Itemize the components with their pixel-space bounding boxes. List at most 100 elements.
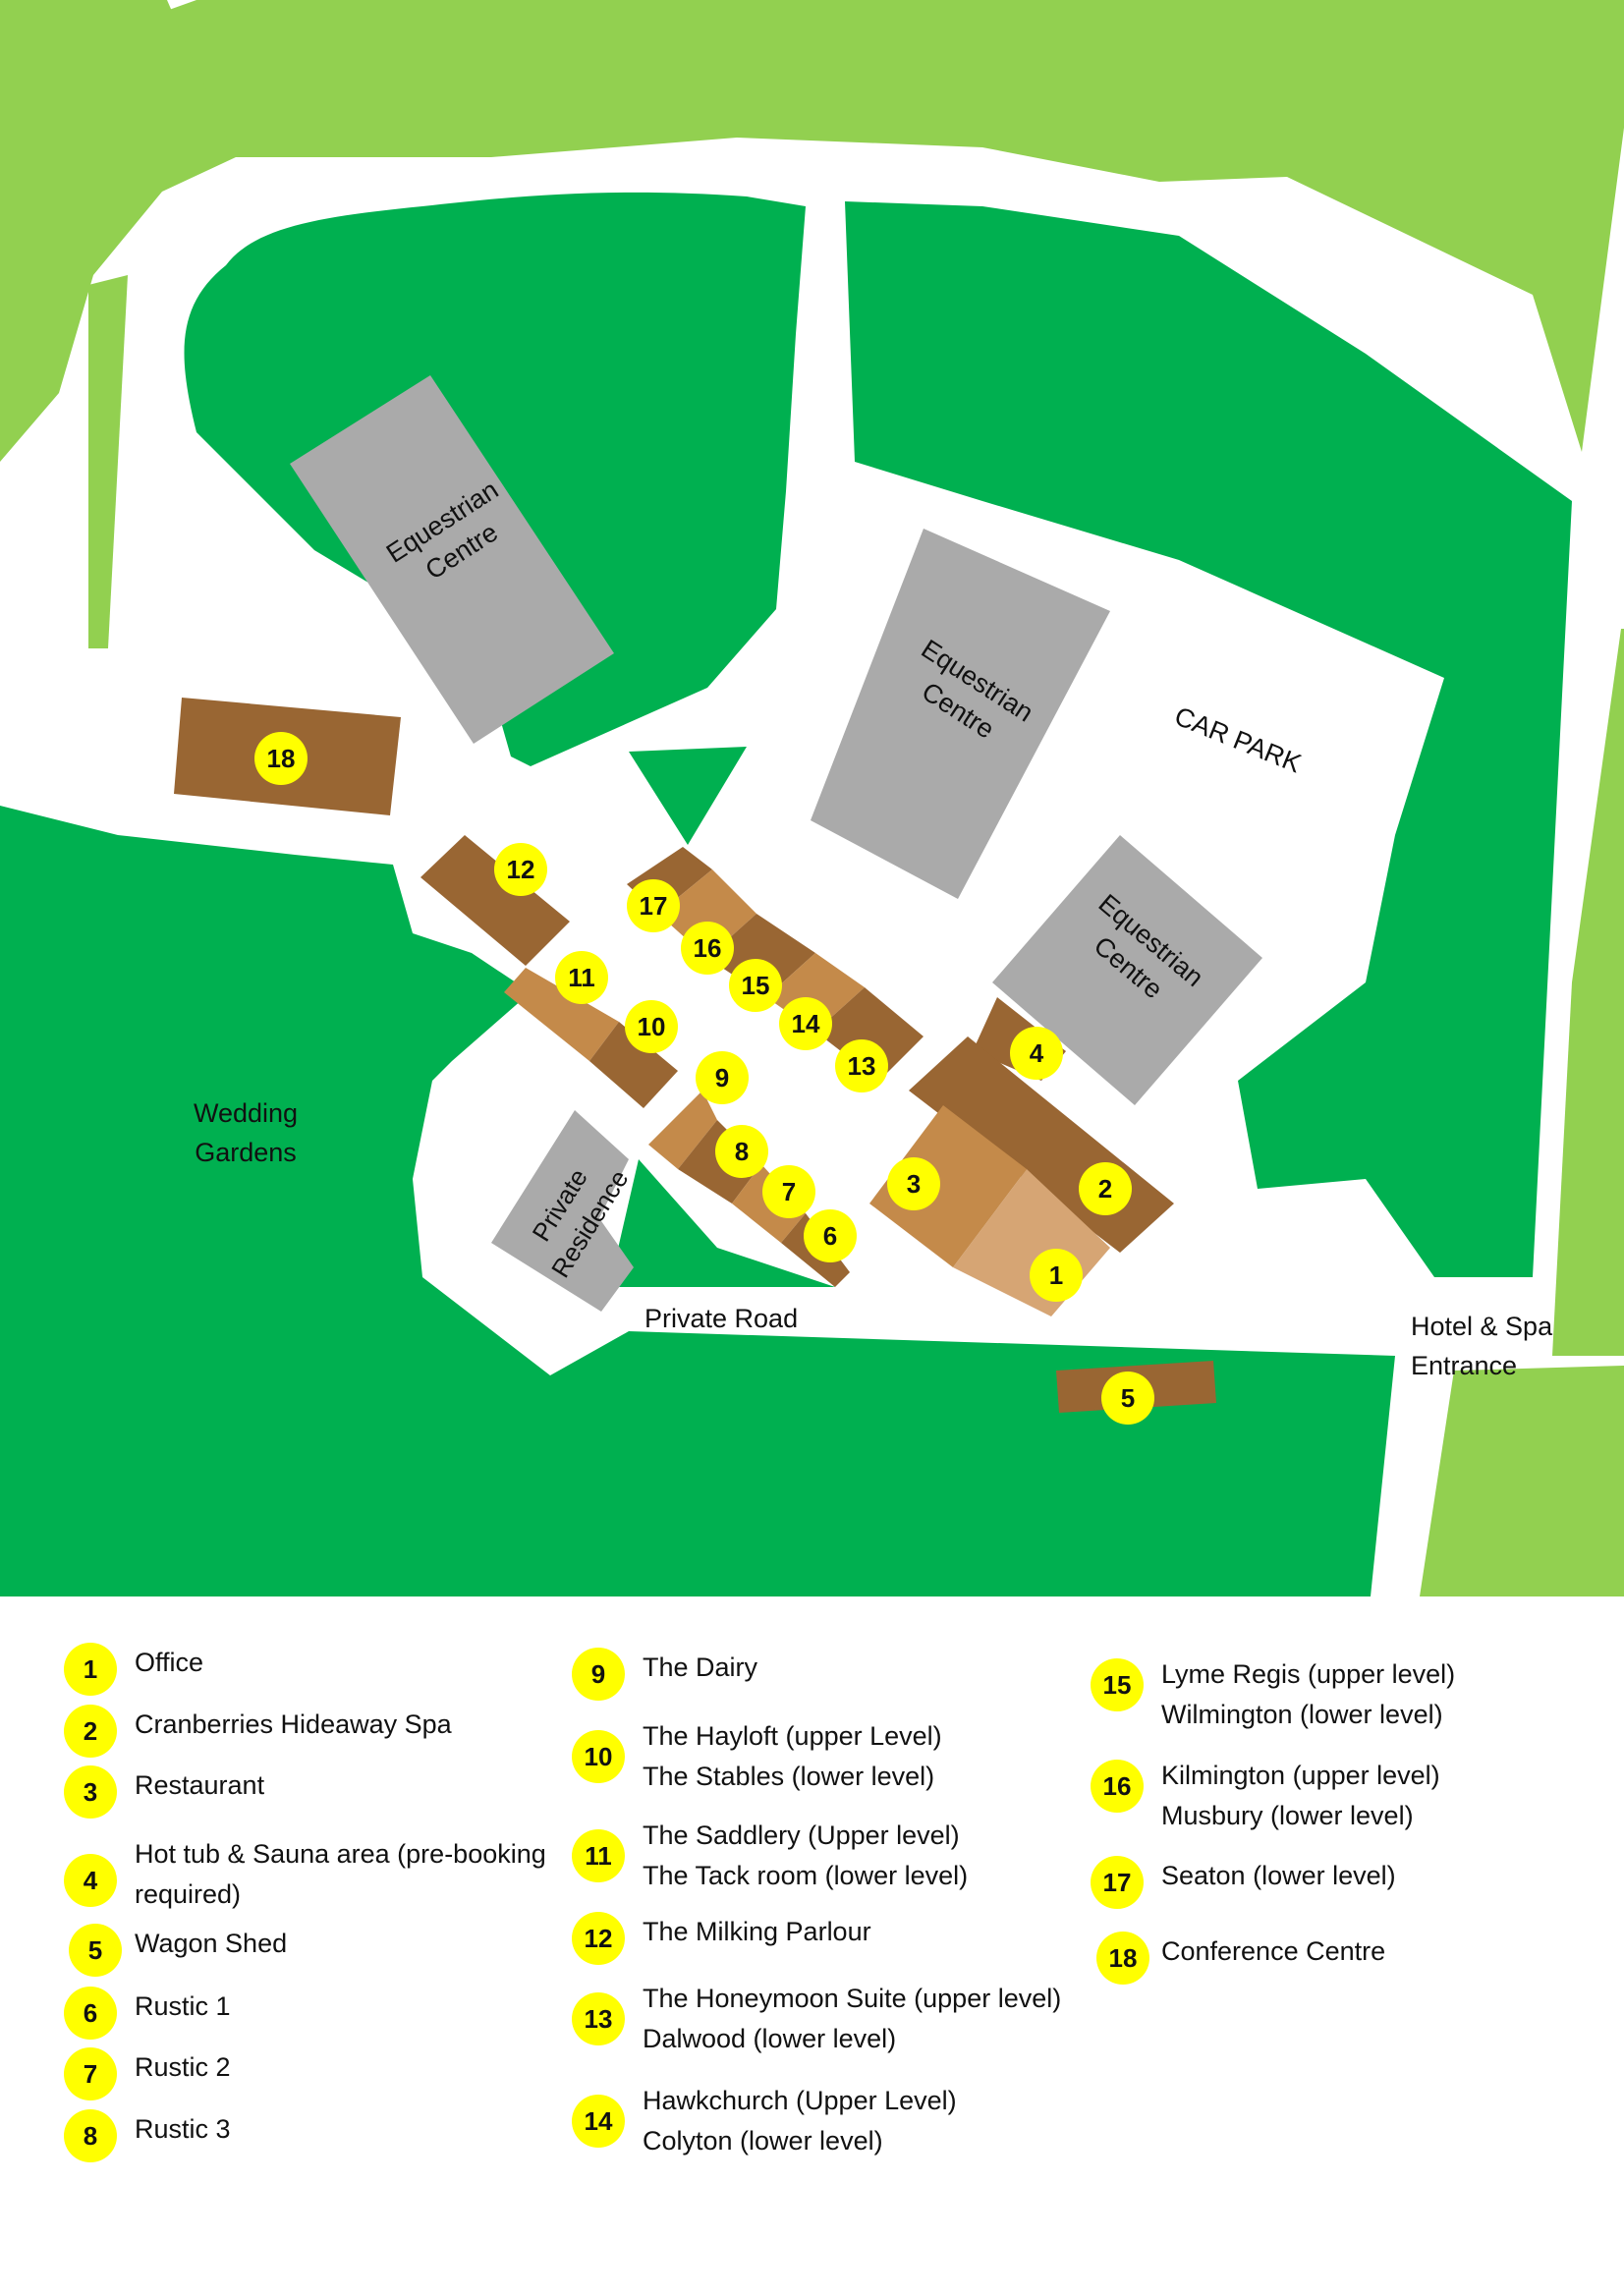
marker-6[interactable]: 6 [804, 1209, 857, 1262]
legend-marker-icon: 5 [69, 1924, 122, 1977]
legend-item-12[interactable]: 12 The Milking Parlour [572, 1912, 871, 1965]
field-right [1552, 629, 1624, 1356]
marker-15[interactable]: 15 [729, 959, 782, 1012]
legend-label: Kilmington (upper level)Musbury (lower l… [1161, 1761, 1440, 1830]
legend-marker-icon: 10 [572, 1730, 625, 1783]
legend-marker-icon: 6 [64, 1987, 117, 2040]
legend-item-10[interactable]: 10 The Hayloft (upper Level)The Stables (… [572, 1716, 942, 1797]
garden-between-buildings [609, 1159, 835, 1287]
building-3 [869, 1105, 1027, 1267]
marker-4[interactable]: 4 [1010, 1027, 1063, 1080]
legend-marker-icon: 18 [1096, 1932, 1149, 1985]
wedding-gardens [0, 806, 1395, 1596]
legend-label: The Dairy [643, 1652, 758, 1682]
marker-13[interactable]: 13 [835, 1039, 888, 1092]
svg-text:2: 2 [1098, 1174, 1112, 1204]
marker-10[interactable]: 10 [625, 1000, 678, 1053]
woods-centre [629, 747, 747, 845]
legend-marker-icon: 12 [572, 1912, 625, 1965]
building-10 [589, 1022, 678, 1108]
svg-text:17: 17 [640, 891, 668, 921]
marker-9[interactable]: 9 [696, 1051, 749, 1104]
svg-text:12: 12 [507, 855, 535, 884]
legend-marker-icon: 7 [64, 2047, 117, 2100]
legend-label: Hawkchurch (Upper Level)Colyton (lower l… [643, 2086, 957, 2156]
legend-item-3[interactable]: 3 Restaurant [64, 1765, 264, 1819]
field-top [128, 0, 1624, 452]
legend-label: Cranberries Hideaway Spa [135, 1709, 452, 1739]
legend-marker-icon: 13 [572, 1992, 625, 2045]
legend-item-5[interactable]: 5 Wagon Shed [69, 1924, 287, 1977]
svg-text:14: 14 [792, 1009, 820, 1038]
marker-11[interactable]: 11 [555, 951, 608, 1004]
legend-label: Seaton (lower level) [1161, 1861, 1396, 1890]
svg-text:10: 10 [638, 1012, 666, 1041]
legend-label: Lyme Regis (upper level)Wilmington (lowe… [1161, 1659, 1456, 1729]
hotel-spa-entrance-label: Hotel & Spa Entrance [1411, 1312, 1553, 1380]
building-12 [420, 835, 570, 966]
legend-item-2[interactable]: 2 Cranberries Hideaway Spa [64, 1705, 452, 1758]
legend-label: Office [135, 1648, 204, 1677]
svg-text:15: 15 [742, 971, 770, 1000]
svg-text:5: 5 [1121, 1383, 1135, 1413]
marker-5[interactable]: 5 [1101, 1372, 1154, 1425]
field-left-strip [88, 275, 128, 648]
svg-text:13: 13 [848, 1051, 876, 1081]
marker-3[interactable]: 3 [887, 1157, 940, 1210]
legend-item-17[interactable]: 17 Seaton (lower level) [1091, 1856, 1396, 1909]
legend-marker-icon: 3 [64, 1765, 117, 1819]
legend-marker-icon: 2 [64, 1705, 117, 1758]
legend-marker-icon: 14 [572, 2095, 625, 2148]
legend-label: Conference Centre [1161, 1936, 1386, 1966]
legend-item-14[interactable]: 14 Hawkchurch (Upper Level)Colyton (lower… [572, 2081, 957, 2161]
legend-marker-icon: 17 [1091, 1856, 1144, 1909]
private-residence-shape [491, 1110, 634, 1312]
svg-text:4: 4 [1030, 1038, 1044, 1068]
marker-14[interactable]: 14 [779, 997, 832, 1050]
marker-18[interactable]: 18 [254, 732, 308, 785]
legend-marker-icon: 11 [572, 1829, 625, 1882]
legend-marker-icon: 1 [64, 1643, 117, 1696]
marker-12[interactable]: 12 [494, 843, 547, 896]
legend-marker-icon: 8 [64, 2109, 117, 2162]
field-bottom-right [1420, 1366, 1624, 1596]
marker-8[interactable]: 8 [715, 1125, 768, 1178]
woods-north-east [845, 201, 1572, 1277]
legend-label: Wagon Shed [135, 1929, 288, 1958]
marker-2[interactable]: 2 [1079, 1162, 1132, 1215]
legend-marker-icon: 9 [572, 1648, 625, 1701]
marker-17[interactable]: 17 [627, 879, 680, 932]
building-row-15 [707, 914, 815, 997]
legend-item-8[interactable]: 8 Rustic 3 [64, 2109, 231, 2162]
legend-label: The Honeymoon Suite (upper level)Dalwood… [643, 1984, 1062, 2053]
svg-text:16: 16 [694, 933, 722, 963]
legend-label: Restaurant [135, 1770, 265, 1800]
site-map: 1 2 3 4 5 6 7 8 9 10 11 12 13 14 15 16 1… [0, 0, 1624, 1596]
legend-label: The Milking Parlour [643, 1917, 871, 1946]
building-11 [504, 968, 619, 1061]
svg-text:7: 7 [782, 1177, 796, 1206]
marker-16[interactable]: 16 [681, 922, 734, 975]
marker-1[interactable]: 1 [1030, 1249, 1083, 1302]
marker-7[interactable]: 7 [762, 1165, 815, 1218]
legend-item-13[interactable]: 13 The Honeymoon Suite (upper level)Dalwo… [572, 1979, 1061, 2059]
private-road-label: Private Road [644, 1304, 799, 1333]
svg-text:9: 9 [715, 1063, 729, 1092]
equestrian-centre-1-shape [290, 375, 614, 744]
legend-item-9[interactable]: 9 The Dairy [572, 1648, 757, 1701]
field-top-left [0, 0, 236, 462]
svg-text:8: 8 [735, 1137, 749, 1166]
svg-text:18: 18 [267, 744, 296, 773]
legend-item-1[interactable]: 1 Office [64, 1643, 203, 1696]
equestrian-centre-3-shape [992, 835, 1262, 1105]
svg-text:11: 11 [568, 963, 595, 992]
legend-label: Rustic 3 [135, 2114, 231, 2144]
legend-label: The Hayloft (upper Level)The Stables (lo… [643, 1721, 942, 1791]
legend-item-18[interactable]: 18 Conference Centre [1096, 1932, 1385, 1985]
